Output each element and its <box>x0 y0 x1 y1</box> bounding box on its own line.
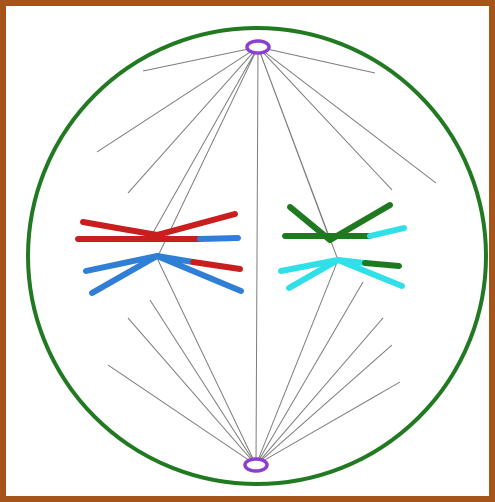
chromatid-red-upper <box>83 222 157 235</box>
spindle-fiber <box>256 318 383 465</box>
spindle-fiber <box>258 47 338 260</box>
spindle-fibers-top <box>97 47 436 260</box>
chromatid-cyan-tip <box>370 228 404 236</box>
spindle-fiber <box>256 345 392 465</box>
chromatid-blue-tip <box>200 238 238 239</box>
spindle-fiber <box>150 300 256 465</box>
chromatid-red-upper <box>157 214 235 235</box>
chromosome-pair-right <box>281 205 404 288</box>
spindle-fiber <box>128 47 258 193</box>
centrosome-bottom <box>245 459 267 471</box>
pole-to-pole-fiber <box>256 47 258 465</box>
spindle-fiber <box>97 47 258 152</box>
chromatid-green-tip <box>365 263 399 266</box>
spindle-fiber <box>256 282 363 465</box>
spindle-fiber <box>256 260 338 465</box>
spindle-fiber <box>258 47 392 190</box>
spindle-fiber <box>258 47 436 183</box>
spindle-fiber <box>150 47 258 238</box>
chromatid-red-tip <box>193 262 240 269</box>
spindle-fiber <box>157 47 258 258</box>
spindle-fibers-bottom <box>108 258 400 465</box>
centrosome-top <box>247 41 269 53</box>
chromosome-pair-left <box>78 214 241 293</box>
spindle-fiber <box>256 382 400 465</box>
